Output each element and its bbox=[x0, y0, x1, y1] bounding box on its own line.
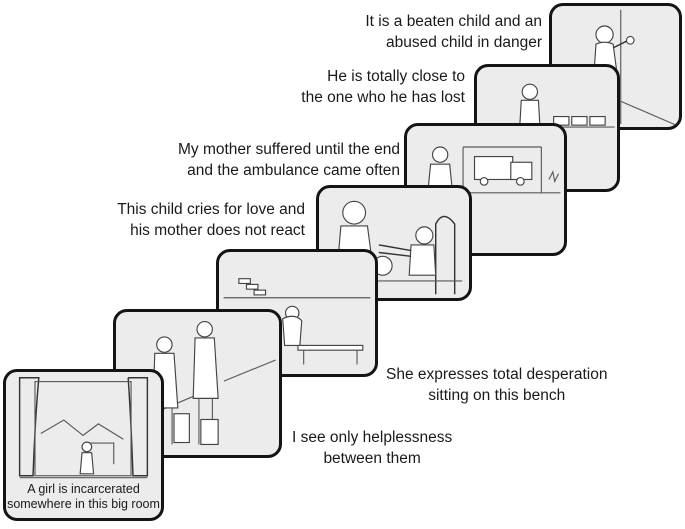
panel-1-caption-line-1: It is a beaten child and an bbox=[365, 13, 542, 30]
panel-7-girl-in-room: A girl is incarcerated somewhere in this… bbox=[3, 369, 164, 521]
panel-7-caption-line-1: A girl is incarcerated bbox=[27, 482, 140, 496]
panel-4-caption-line-2: his mother does not react bbox=[130, 222, 305, 239]
panel-3-caption-line-2: and the ambulance came often bbox=[187, 162, 400, 179]
panel-3-caption-line-1: My mother suffered until the end bbox=[177, 141, 400, 158]
room-window-drawing bbox=[18, 377, 149, 479]
panel-6-caption-line-2: between them bbox=[323, 450, 421, 467]
panel-2-caption: He is totally close to the one who he ha… bbox=[301, 66, 465, 108]
panel-4-caption: This child cries for love and his mother… bbox=[117, 199, 305, 241]
bench-drawing bbox=[223, 278, 371, 365]
panel-2-caption-line-1: He is totally close to bbox=[327, 68, 465, 85]
panel-6-caption-line-1: I see only helplessness bbox=[292, 429, 453, 446]
panel-5-caption-line-1: She expresses total desperation bbox=[386, 366, 608, 383]
panel-3-caption: My mother suffered until the end and the… bbox=[178, 139, 400, 181]
panel-7-caption-line-2: somewhere in this big room bbox=[7, 497, 160, 511]
panel-1-caption: It is a beaten child and an abused child… bbox=[365, 11, 542, 53]
panel-5-caption: She expresses total desperation sitting … bbox=[386, 364, 607, 406]
panel-1-caption-line-2: abused child in danger bbox=[386, 34, 542, 51]
panel-4-caption-line-1: This child cries for love and bbox=[117, 201, 305, 218]
panel-7-caption: A girl is incarcerated somewhere in this… bbox=[6, 482, 161, 512]
panel-5-caption-line-2: sitting on this bench bbox=[428, 387, 566, 404]
panel-2-caption-line-2: the one who he has lost bbox=[301, 89, 465, 106]
panel-6-caption: I see only helplessness between them bbox=[292, 427, 452, 469]
